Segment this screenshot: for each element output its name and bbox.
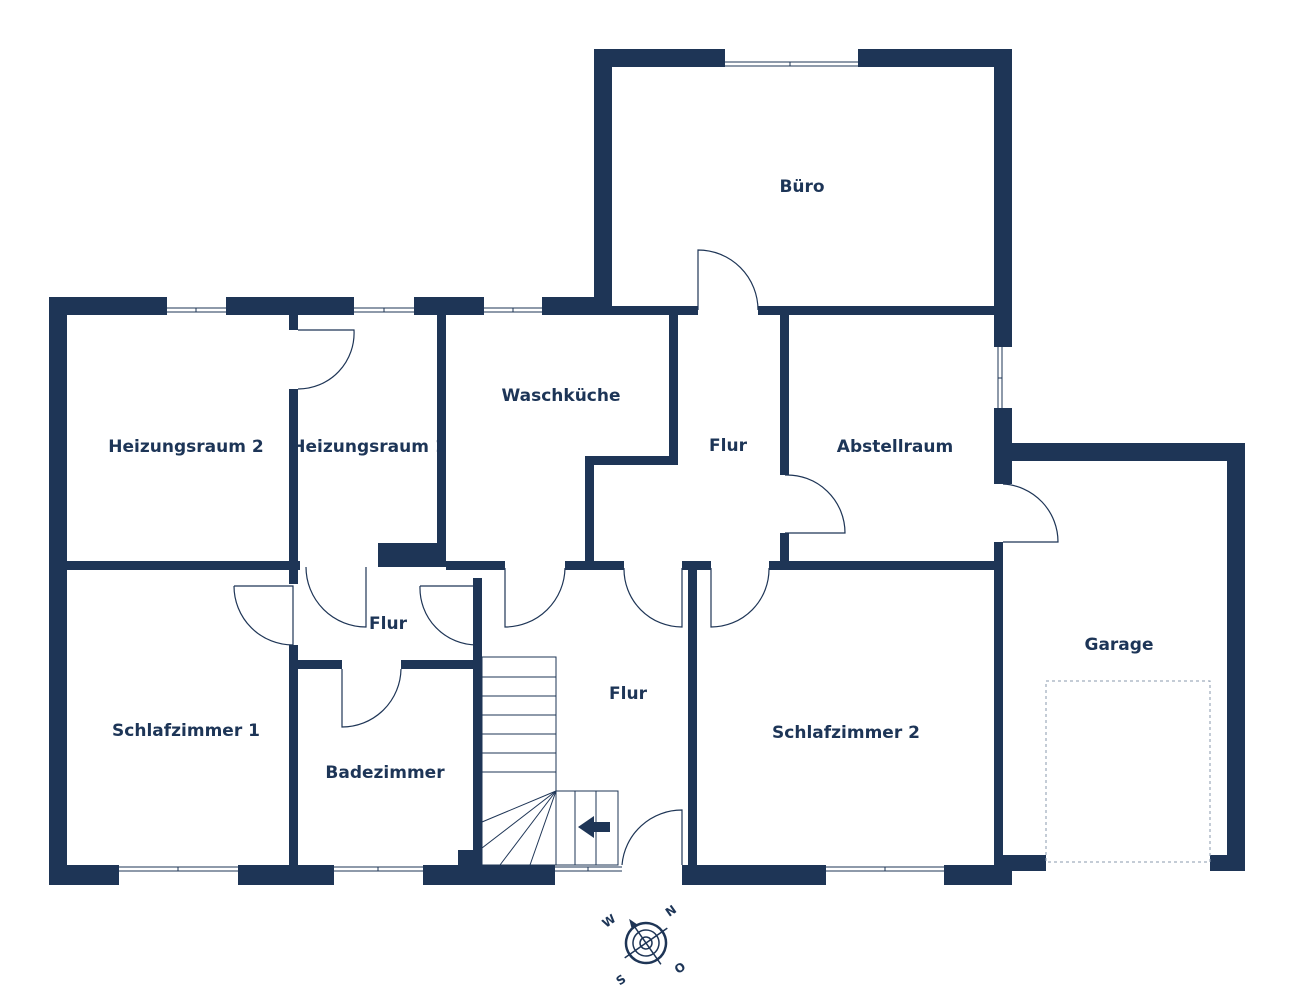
wall-garage-bottom-right [1210, 855, 1245, 871]
wall-h-mid-small [420, 561, 480, 567]
wall-h-flur-bad-2 [401, 660, 477, 669]
window-sz1-bottom [119, 866, 238, 872]
wall-garage-bottom-left [994, 855, 1046, 871]
wall-int-wk-step-down [585, 456, 594, 568]
label-badezimmer: Badezimmer [325, 763, 445, 783]
door-abstell-garage [1002, 483, 1059, 543]
compass-south: S [613, 972, 628, 988]
wall-h-mid-2 [565, 561, 624, 570]
label-heizungsraum-2: Heizungsraum 2 [108, 437, 263, 457]
label-flur-small: Flur [369, 614, 408, 634]
label-heizungsraum-1: Heizungsraum 1 [291, 437, 446, 457]
wall-int-h1-wk [437, 315, 446, 567]
wall-int-h2-h1 [289, 315, 298, 330]
window-abstell-right [997, 347, 1003, 408]
label-garage: Garage [1085, 635, 1154, 655]
door-sz1 [233, 585, 294, 646]
compass-north: N [663, 902, 679, 919]
wall-h-flur-bad-1 [289, 660, 342, 669]
wall-int-wk-step [585, 456, 678, 465]
wall-h-bedroom1-top [67, 561, 300, 570]
compass-west: W [600, 911, 619, 930]
door-abstell-flur [784, 474, 846, 534]
label-abstellraum: Abstellraum [837, 437, 953, 457]
wall-buero-right [994, 49, 1012, 347]
door-wk-bottom [419, 585, 478, 646]
wall-bottom-2 [238, 865, 334, 885]
label-buero: Büro [779, 177, 824, 197]
door-buero [697, 249, 759, 311]
wall-int-flur-abst-lower [780, 533, 789, 568]
door-wk-flur [504, 567, 566, 628]
door-heizung1 [297, 329, 355, 390]
window-buero-top [725, 61, 858, 67]
label-schlafzimmer-1: Schlafzimmer 1 [112, 721, 260, 741]
walls [49, 49, 1245, 885]
wall-v-flur-sz2 [688, 568, 697, 868]
wall-bottom-3 [423, 865, 555, 885]
compass-east: O [672, 959, 688, 976]
room-labels: Büro Heizungsraum 2 Heizungsraum 1 Wasch… [108, 177, 1153, 783]
wall-int-wk-flur [669, 315, 678, 465]
label-flur-upper: Flur [709, 436, 748, 456]
wall-bottom-4 [682, 865, 826, 885]
wall-left-outer [49, 297, 67, 885]
label-waschkueche: Waschküche [501, 386, 620, 406]
wall-buero-bottom-right [758, 306, 998, 315]
windows [119, 61, 1003, 872]
door-sz2 [710, 567, 770, 628]
wall-int-flur-abst-upper [780, 315, 789, 475]
wall-h-mid-3 [682, 561, 711, 570]
wall-bad-block [458, 850, 482, 870]
door-entry [621, 809, 683, 866]
window-sz2-bottom [826, 866, 944, 872]
wall-v-bad-stair [473, 578, 482, 865]
wall-garage-right [1227, 443, 1245, 871]
stairs [481, 656, 619, 866]
door-upper-flur [623, 567, 683, 628]
label-flur-main: Flur [609, 684, 648, 704]
wall-garage-top [994, 443, 1245, 461]
wall-top-2 [226, 297, 354, 315]
wall-top-3 [414, 297, 484, 315]
door-flur-small-bad [341, 668, 402, 728]
door-heizung1-bottom [305, 566, 367, 628]
wall-h-mid-4 [769, 561, 998, 570]
wall-v-sz1-bad [289, 645, 298, 865]
wall-bottom-1 [49, 865, 119, 885]
wall-buero-top-left [594, 49, 725, 67]
compass-rose-icon: N O S W [600, 902, 689, 988]
wall-int-h2-h1-lower [289, 389, 298, 584]
wall-buero-left [594, 49, 612, 309]
window-bad-bottom [334, 866, 423, 872]
doors [233, 249, 1059, 866]
window-heizung1-top [354, 307, 414, 313]
window-waschkueche-top [484, 307, 542, 313]
wall-top-1 [49, 297, 167, 315]
arrow-left-icon [578, 816, 610, 838]
window-entry-bottom [555, 866, 622, 872]
wall-right-lower [994, 542, 1003, 872]
window-heizung2-top [167, 307, 226, 313]
wall-top-4 [542, 297, 612, 315]
label-schlafzimmer-2: Schlafzimmer 2 [772, 723, 920, 743]
wall-buero-top-right [858, 49, 1012, 67]
wall-buero-bottom-left [594, 306, 698, 315]
garage-door-outline [1045, 680, 1211, 863]
